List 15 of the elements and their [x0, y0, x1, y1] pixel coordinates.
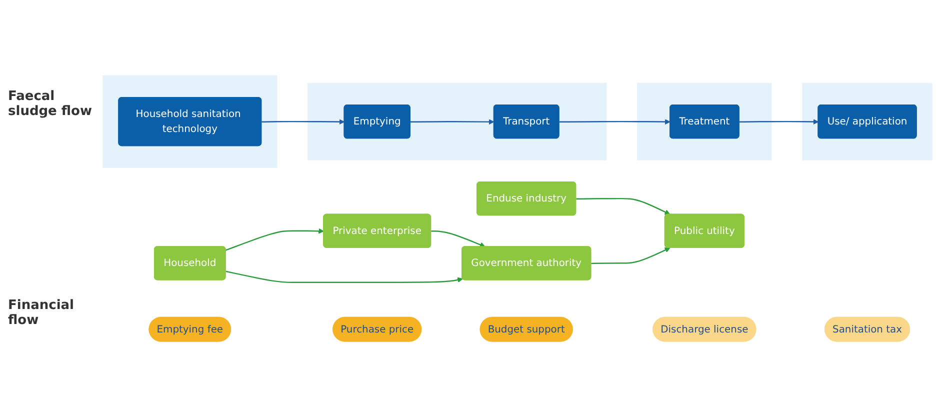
cluster: [102, 75, 278, 168]
cluster: [637, 82, 772, 160]
arrow: [410, 119, 494, 125]
row-label: Financial flow: [8, 298, 76, 328]
arrow: [226, 228, 324, 251]
arrow: [262, 119, 345, 125]
row-label: Faecal sludge flow: [8, 89, 93, 120]
arrow: [431, 230, 486, 248]
cluster: [308, 82, 607, 160]
cluster: [802, 82, 932, 160]
arrow: [559, 119, 670, 125]
arrow: [576, 198, 670, 215]
arrow: [591, 248, 670, 264]
arrow: [739, 119, 819, 124]
arrow: [226, 270, 463, 284]
